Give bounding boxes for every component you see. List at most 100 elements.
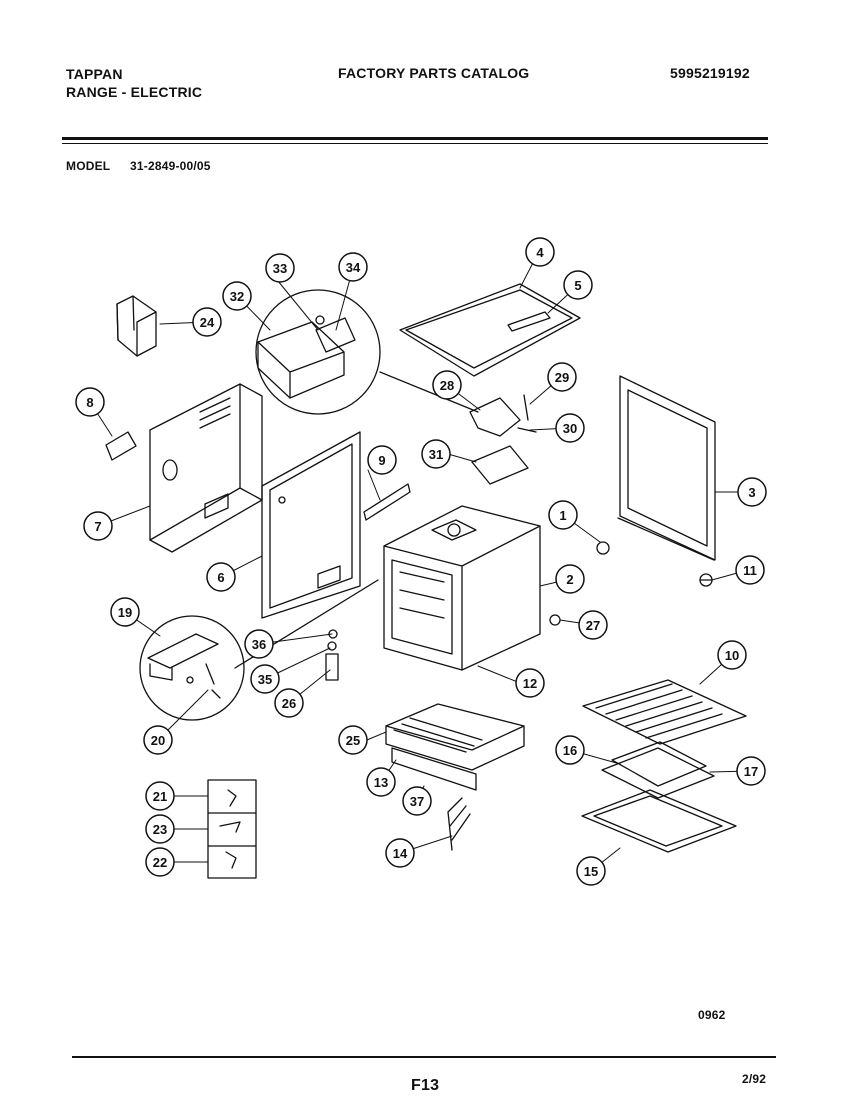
svg-text:9: 9 xyxy=(378,453,385,468)
svg-text:5: 5 xyxy=(574,278,581,293)
svg-text:35: 35 xyxy=(258,672,272,687)
callout-12: 12 xyxy=(515,668,545,698)
svg-text:4: 4 xyxy=(536,245,544,260)
svg-text:24: 24 xyxy=(200,315,215,330)
svg-text:3: 3 xyxy=(748,485,755,500)
callout-16: 16 xyxy=(555,735,585,765)
callout-24: 24 xyxy=(192,307,222,337)
callout-14: 14 xyxy=(385,838,415,868)
callout-19: 19 xyxy=(110,597,140,627)
model-label: MODEL xyxy=(66,159,111,173)
svg-text:20: 20 xyxy=(151,733,165,748)
callout-23: 23 xyxy=(145,814,175,844)
svg-text:26: 26 xyxy=(282,696,296,711)
svg-text:33: 33 xyxy=(273,261,287,276)
part-bits-26 xyxy=(325,629,339,681)
svg-text:10: 10 xyxy=(725,648,739,663)
leader-lines xyxy=(89,252,752,872)
catalog-number: 5995219192 xyxy=(670,65,750,81)
callout-4: 4 xyxy=(525,237,555,267)
callout-22: 22 xyxy=(145,847,175,877)
callout-31: 31 xyxy=(421,439,451,469)
part-broiler-17 xyxy=(601,747,715,799)
svg-text:27: 27 xyxy=(586,618,600,633)
callout-28: 28 xyxy=(432,370,462,400)
svg-text:30: 30 xyxy=(563,421,577,436)
svg-text:36: 36 xyxy=(252,637,266,652)
callout-10: 10 xyxy=(717,640,747,670)
callout-37: 37 xyxy=(402,786,432,816)
callout-8: 8 xyxy=(75,387,105,417)
page-number: F13 xyxy=(411,1077,440,1094)
svg-text:14: 14 xyxy=(393,846,408,861)
svg-text:25: 25 xyxy=(346,733,360,748)
callout-9: 9 xyxy=(367,445,397,475)
svg-text:1: 1 xyxy=(559,508,566,523)
svg-text:31: 31 xyxy=(429,447,443,462)
svg-text:32: 32 xyxy=(230,289,244,304)
part-plate-8 xyxy=(105,431,137,461)
part-hardware-box xyxy=(207,779,257,879)
callout-34: 34 xyxy=(338,252,368,282)
svg-text:13: 13 xyxy=(374,775,388,790)
callout-13: 13 xyxy=(366,767,396,797)
svg-text:37: 37 xyxy=(410,794,424,809)
callout-5: 5 xyxy=(563,270,593,300)
callouts: 1 2 3 4 5 6 7 8 9 10 11 12 13 14 15 16 1… xyxy=(75,237,767,886)
callout-25: 25 xyxy=(338,725,368,755)
part-clip-27 xyxy=(549,614,561,626)
callout-27: 27 xyxy=(578,610,608,640)
callout-15: 15 xyxy=(576,856,606,886)
svg-text:28: 28 xyxy=(440,378,454,393)
callout-26: 26 xyxy=(274,688,304,718)
part-bracket-24 xyxy=(116,295,157,357)
callout-1: 1 xyxy=(548,500,578,530)
callout-35: 35 xyxy=(250,664,280,694)
part-knob-1 xyxy=(596,541,610,555)
callout-33: 33 xyxy=(265,253,295,283)
callout-20: 20 xyxy=(143,725,173,755)
svg-text:2: 2 xyxy=(566,572,573,587)
model-number: 31-2849-00/05 xyxy=(130,159,211,173)
callout-36: 36 xyxy=(244,629,274,659)
svg-text:23: 23 xyxy=(153,822,167,837)
product-label: RANGE - ELECTRIC xyxy=(66,84,203,100)
svg-text:17: 17 xyxy=(744,764,758,779)
callout-11: 11 xyxy=(735,555,765,585)
part-oven-body-2 xyxy=(383,505,541,671)
part-broiler-16 xyxy=(611,741,707,787)
callout-7: 7 xyxy=(83,511,113,541)
svg-text:29: 29 xyxy=(555,370,569,385)
svg-text:6: 6 xyxy=(217,570,224,585)
svg-text:19: 19 xyxy=(118,605,132,620)
svg-text:16: 16 xyxy=(563,743,577,758)
svg-text:12: 12 xyxy=(523,676,537,691)
svg-text:8: 8 xyxy=(86,395,93,410)
svg-text:15: 15 xyxy=(584,864,598,879)
footer-rule xyxy=(72,1056,776,1058)
part-drawer-25 xyxy=(385,703,525,791)
part-strip-9 xyxy=(363,483,411,521)
date-label: 2/92 xyxy=(742,1072,767,1086)
callout-6: 6 xyxy=(206,562,236,592)
svg-text:34: 34 xyxy=(346,260,361,275)
part-plate-31 xyxy=(471,445,529,485)
callout-32: 32 xyxy=(222,281,252,311)
callout-30: 30 xyxy=(555,413,585,443)
callout-21: 21 xyxy=(145,781,175,811)
part-elements-14 xyxy=(447,797,471,851)
part-foot-11 xyxy=(699,573,713,587)
catalog-title: FACTORY PARTS CATALOG xyxy=(338,65,530,81)
svg-text:11: 11 xyxy=(743,563,757,578)
callout-2: 2 xyxy=(555,564,585,594)
part-door-3 xyxy=(617,375,716,561)
part-thermostat-28 xyxy=(469,394,537,437)
header-rule-thin xyxy=(62,143,768,144)
svg-text:21: 21 xyxy=(153,789,167,804)
header-rule-thick xyxy=(62,137,768,140)
part-cooktop-4 xyxy=(399,283,581,377)
part-pan-15 xyxy=(581,789,737,853)
callout-17: 17 xyxy=(736,756,766,786)
svg-text:7: 7 xyxy=(94,519,101,534)
callout-29: 29 xyxy=(547,362,577,392)
